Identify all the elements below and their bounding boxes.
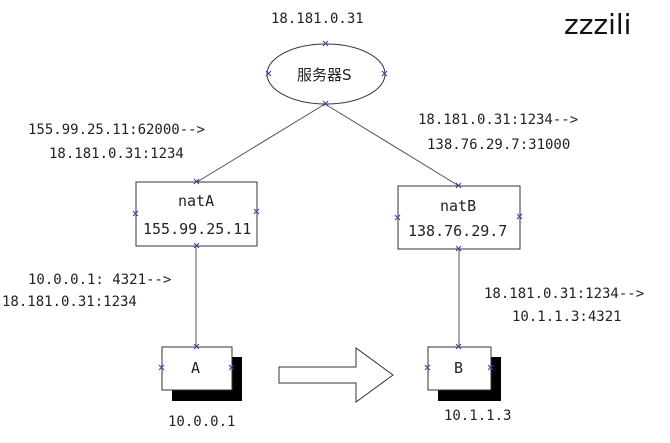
server-name: 服务器S	[297, 66, 352, 84]
marker-server-left	[265, 70, 272, 77]
nat-a-ip: 155.99.25.11	[143, 220, 251, 238]
marker-nat-b-left	[394, 214, 401, 221]
marker-server-bottom	[322, 100, 329, 107]
host-b-mapping-line1: 18.181.0.31:1234-->	[484, 286, 644, 302]
marker-host-a-right	[228, 364, 235, 371]
marker-host-b-top	[455, 343, 462, 350]
marker-nat-a-top	[193, 178, 200, 185]
nat-a-mapping-line1: 155.99.25.11:62000-->	[28, 122, 205, 138]
marker-nat-a-bottom	[193, 242, 200, 249]
server-ip-label: 18.181.0.31	[271, 11, 364, 27]
marker-host-a-top	[193, 343, 200, 350]
marker-nat-a-left	[132, 210, 139, 217]
marker-nat-b-bottom	[455, 245, 462, 252]
marker-host-b-right	[487, 364, 494, 371]
marker-host-a-left	[158, 364, 165, 371]
watermark-text: zzzili	[564, 8, 631, 41]
host-b-name: B	[454, 359, 463, 377]
marker-nat-b-right	[516, 213, 523, 220]
marker-server-top	[322, 40, 329, 47]
nat-b-ip: 138.76.29.7	[408, 222, 507, 240]
nat-b-name: natB	[440, 197, 476, 215]
host-a-mapping-line1: 10.0.0.1: 4321-->	[28, 272, 171, 288]
marker-nat-a-right	[253, 208, 260, 215]
server-to-nat-a-link	[196, 103, 326, 183]
nat-b-mapping-line2: 138.76.29.7:31000	[427, 137, 570, 153]
server-to-nat-b-link	[324, 103, 460, 187]
host-b-ip: 10.1.1.3	[444, 408, 511, 424]
marker-host-b-left	[424, 364, 431, 371]
marker-server-right	[381, 70, 388, 77]
host-a-name: A	[191, 359, 200, 377]
host-a-mapping-line2: 18.181.0.31:1234	[2, 294, 137, 310]
nat-a-mapping-line2: 18.181.0.31:1234	[49, 146, 184, 162]
connection-point-markers	[132, 40, 523, 371]
host-a-ip: 10.0.0.1	[168, 414, 235, 430]
marker-nat-b-top	[455, 182, 462, 189]
direction-arrow	[278, 347, 394, 403]
host-b-mapping-line2: 10.1.1.3:4321	[512, 309, 622, 325]
nat-a-name: natA	[178, 192, 214, 210]
nat-b-mapping-line1: 18.181.0.31:1234-->	[418, 112, 578, 128]
